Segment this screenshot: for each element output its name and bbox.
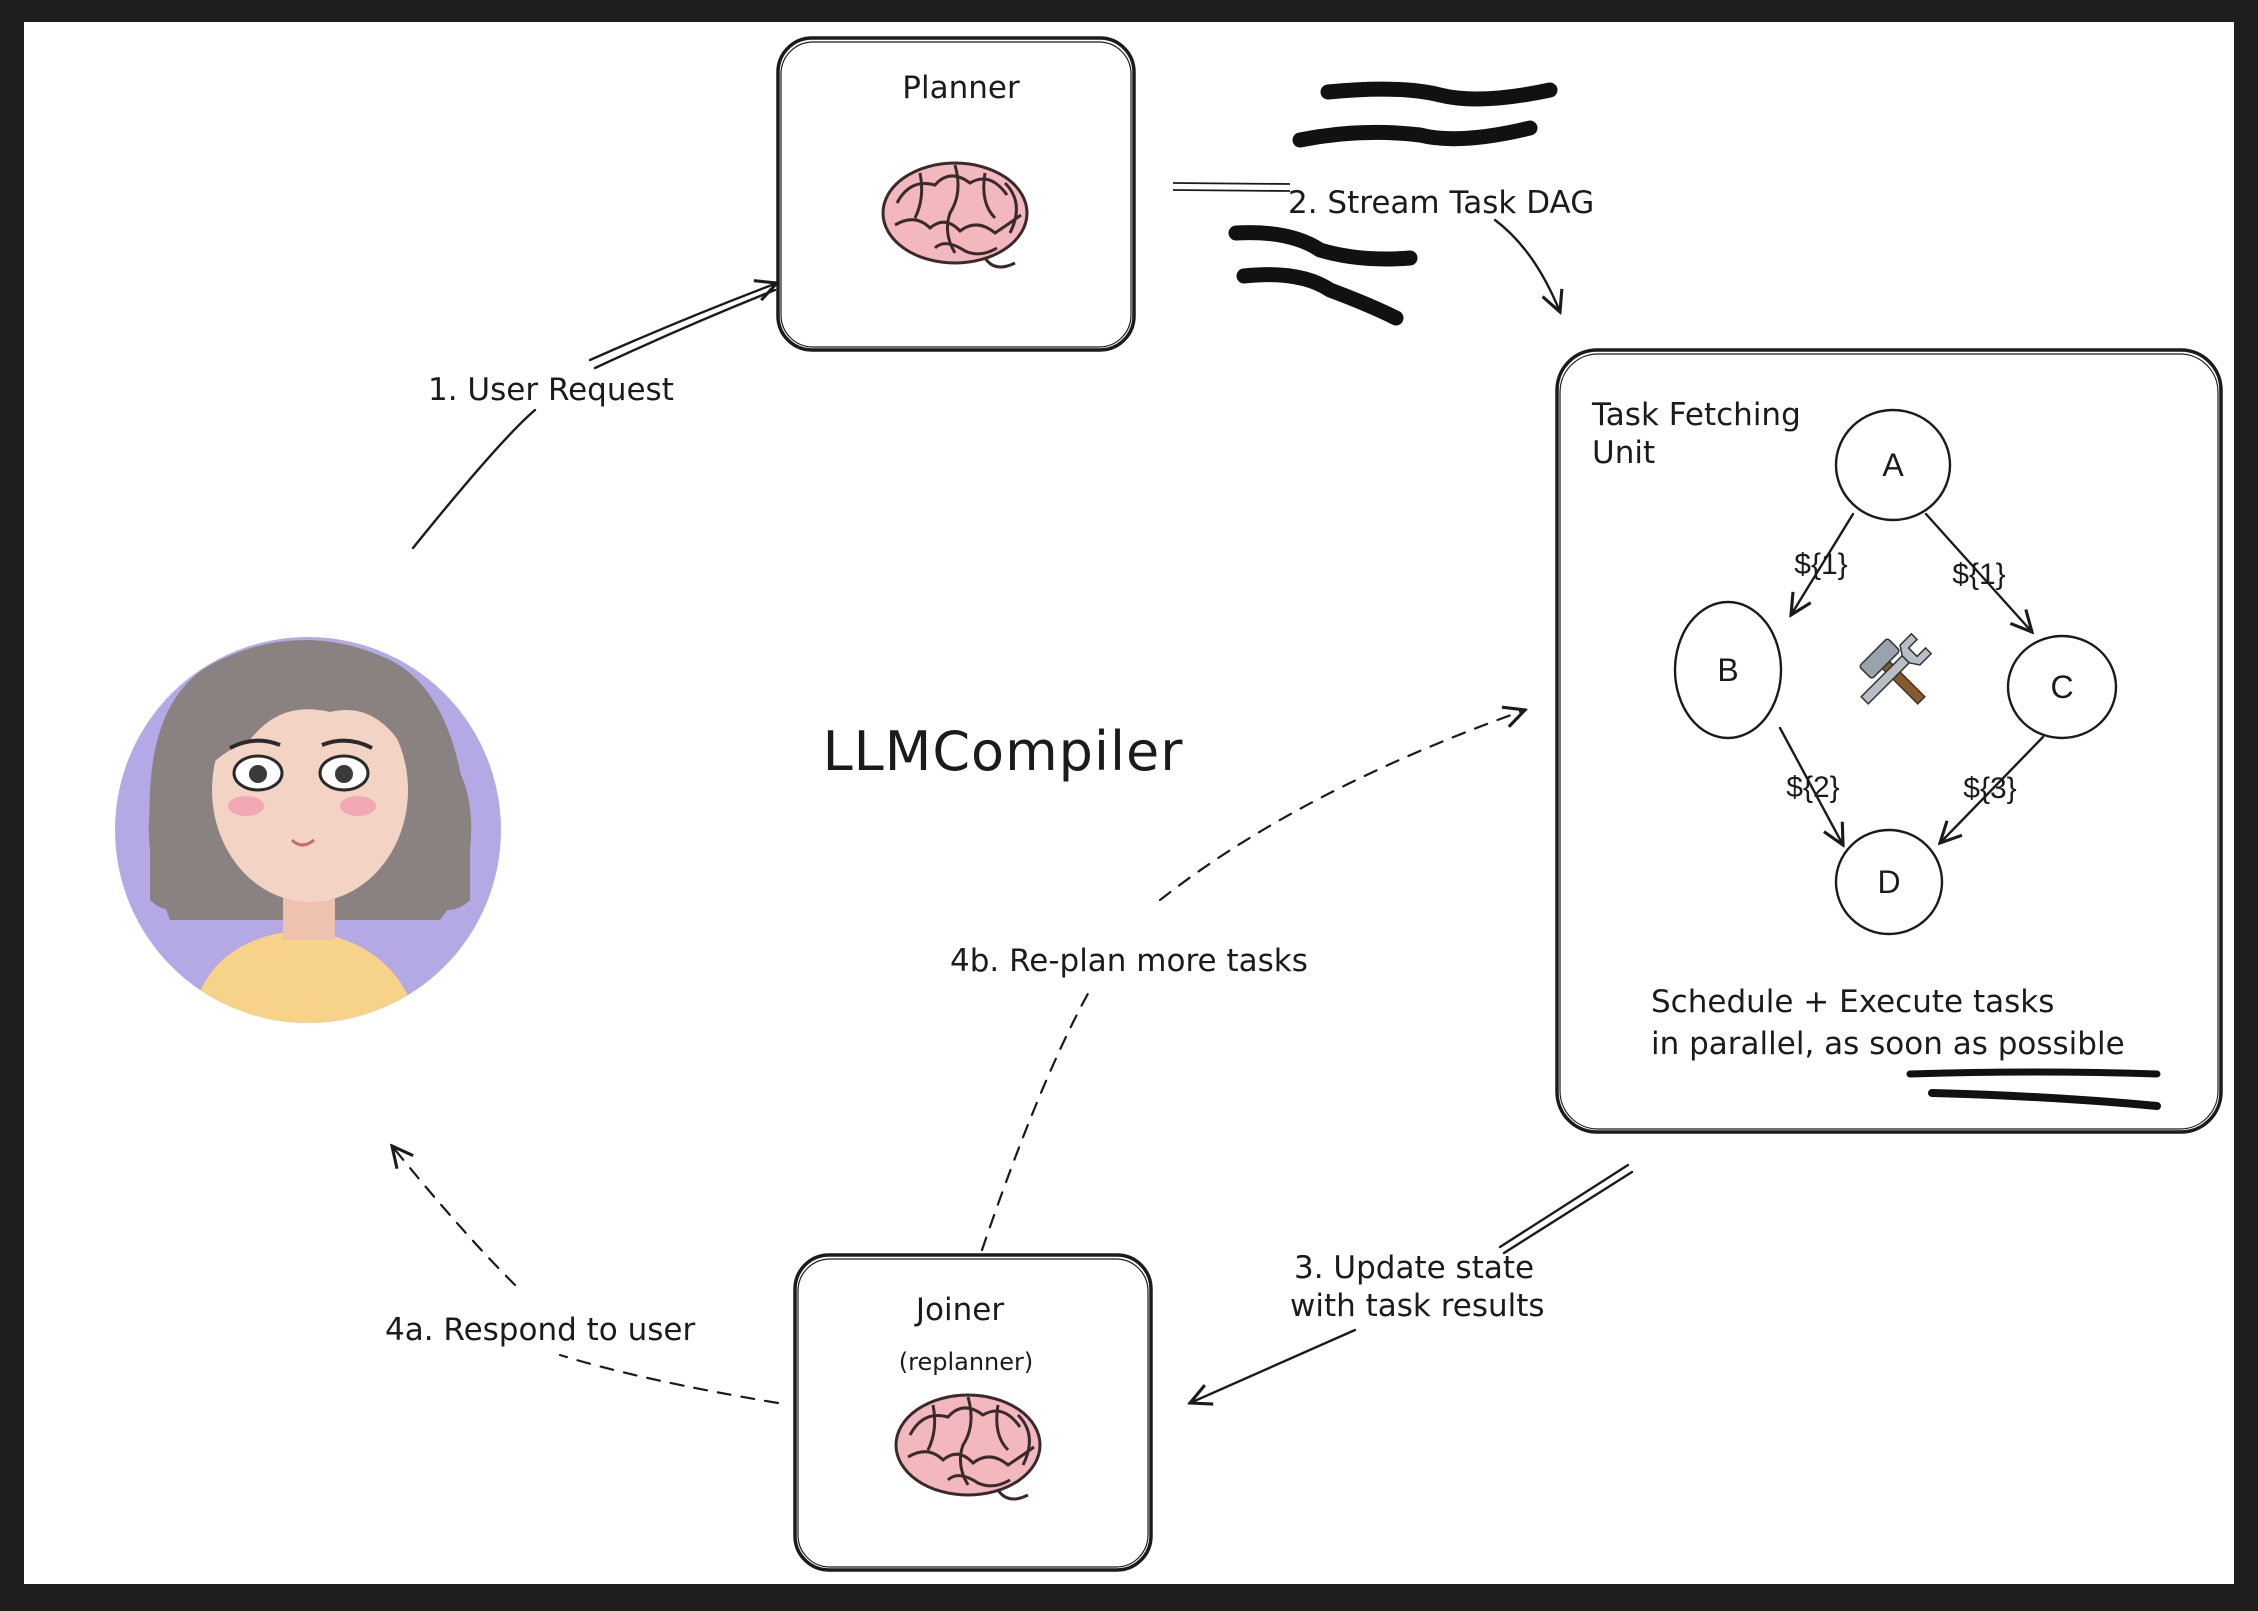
user-avatar-icon xyxy=(115,637,501,1023)
arrow-user-request-upper xyxy=(588,283,777,362)
dag-node-b: B xyxy=(1673,600,1783,740)
dag-edge-b-d xyxy=(1778,726,1843,845)
underline-scribble xyxy=(1928,1089,2161,1110)
dag-node-a-label: A xyxy=(1882,447,1904,483)
planner-box: Planner xyxy=(776,36,1136,352)
tfu-note-line2: in parallel, as soon as possible xyxy=(1651,1026,2125,1062)
dag-edge-label-c-d: ${3} xyxy=(1963,772,2016,805)
arrow-update-state-upper xyxy=(1498,1163,1630,1249)
arrow-respond-lower xyxy=(558,1353,780,1405)
dag-edge-label-a-b: ${1} xyxy=(1794,548,1847,581)
hammer-and-wrench-icon xyxy=(1859,632,1933,705)
underline-scribble xyxy=(1906,1068,2161,1078)
step-4b-label: 4b. Re-plan more tasks xyxy=(950,943,1308,979)
step-3-label-line2: with task results xyxy=(1290,1288,1545,1324)
tfu-label-line1: Task Fetching xyxy=(1591,397,1801,433)
planner-label: Planner xyxy=(902,70,1020,106)
dag-node-c: C xyxy=(2006,634,2118,740)
dag-edge-label-a-c: ${1} xyxy=(1952,558,2005,591)
dag-node-a: A xyxy=(1834,408,1952,522)
tfu-note-line1: Schedule + Execute tasks xyxy=(1651,984,2054,1020)
diagram-title: LLMCompiler xyxy=(823,720,1184,783)
dag-node-b-label: B xyxy=(1717,652,1738,688)
arrow-user-request-upper-double xyxy=(593,288,777,370)
joiner-sublabel: (replanner) xyxy=(899,1348,1034,1376)
arrow-update-state-upper-double xyxy=(1502,1170,1634,1255)
joiner-label: Joiner xyxy=(914,1292,1004,1328)
dag-edge-c-d xyxy=(1940,735,2045,843)
dag-node-c-label: C xyxy=(2050,669,2073,705)
stream-scribbles xyxy=(1228,81,1558,326)
dag-edge-label-b-d: ${2} xyxy=(1786,771,1839,804)
dag-edge-a-c xyxy=(1924,512,2032,632)
step-3-label-line1: 3. Update state xyxy=(1294,1250,1534,1286)
step-1-label: 1. User Request xyxy=(428,372,674,408)
dag-node-d: D xyxy=(1834,828,1944,936)
dag-edge-a-b xyxy=(1791,512,1855,615)
joiner-box: Joiner (replanner) xyxy=(793,1253,1153,1572)
stream-connector xyxy=(1172,182,1291,192)
arrow-replan-upper xyxy=(1158,710,1525,902)
arrow-update-state-lower xyxy=(1190,1328,1357,1403)
arrow-user-request-lower xyxy=(411,408,537,550)
step-4a-label: 4a. Respond to user xyxy=(385,1312,695,1348)
arrow-to-task-fetching-unit xyxy=(1493,218,1560,312)
step-2-label: 2. Stream Task DAG xyxy=(1288,185,1594,221)
tfu-label-line2: Unit xyxy=(1592,435,1655,471)
arrow-respond-upper xyxy=(392,1146,517,1287)
dag-node-d-label: D xyxy=(1877,864,1900,900)
task-fetching-unit-box: Task Fetching Unit A B C D ${1} ${1} ${2… xyxy=(1555,348,2223,1134)
